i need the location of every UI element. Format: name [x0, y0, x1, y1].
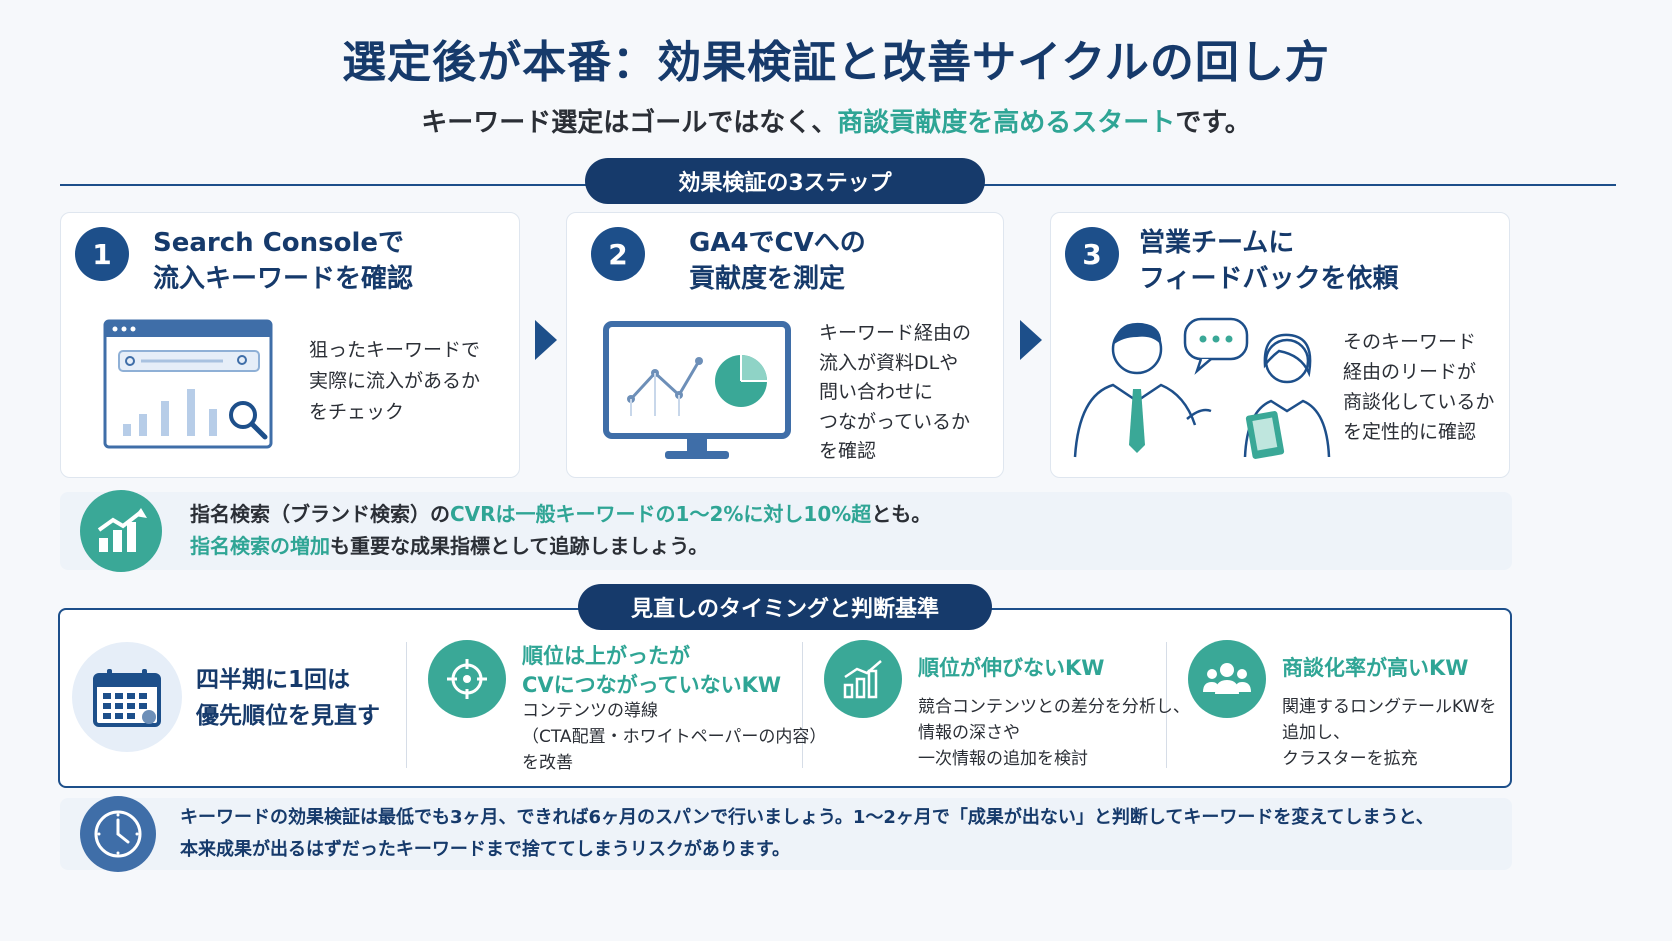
calendar-icon	[72, 642, 182, 752]
step-number-2: 2	[591, 227, 645, 281]
timing-divider-2	[802, 642, 803, 768]
growth-chart-icon	[80, 490, 162, 572]
cvr-note-box: 指名検索（ブランド検索）のCVRは一般キーワードの1〜2%に対し10%超とも。 …	[60, 490, 1512, 572]
subtitle-pre: キーワード選定はゴールではなく、	[421, 108, 838, 138]
analytics-monitor-icon	[603, 321, 791, 459]
target-icon	[428, 640, 506, 718]
timing-divider-1	[406, 642, 407, 768]
step-desc-1: 狙ったキーワードで 実際に流入があるか をチェック	[309, 339, 481, 423]
quarterly-review-title: 四半期に1回は 優先順位を見直す	[196, 667, 380, 729]
step-card-2: 2 GA4でCVへの 貢献度を測定 キーワード経由の 流入が資料DLや 問い合わ…	[566, 212, 1004, 478]
step-title-3: 営業チームに フィードバックを依頼	[1139, 228, 1399, 294]
step-card-1: 1 Search Consoleで 流入キーワードを確認 狙ったキーワードで 実…	[60, 212, 520, 478]
step-arrow-2	[1020, 320, 1042, 360]
timing-box	[58, 608, 1512, 788]
criterion-body-2: 競合コンテンツとの差分を分析し、 情報の深さや 一次情報の追加を検討	[918, 697, 1190, 769]
step-title-2: GA4でCVへの 貢献度を測定	[689, 228, 866, 294]
people-icon	[1188, 640, 1266, 718]
team-conversation-icon	[1073, 317, 1331, 459]
footer-note-box: キーワードの効果検証は最低でも3ヶ月、できれば6ヶ月のスパンで行いましょう。1〜…	[60, 796, 1512, 872]
criterion-heading-2: 順位が伸びないKW	[918, 656, 1105, 680]
criterion-heading-3: 商談化率が高いKW	[1282, 656, 1469, 680]
subtitle-post: です。	[1175, 108, 1251, 138]
step-desc-2: キーワード経由の 流入が資料DLや 問い合わせに つながっているか を確認	[819, 322, 972, 462]
page-subtitle: キーワード選定はゴールではなく、商談貢献度を高めるスタートです。	[0, 102, 1672, 139]
steps-section-label: 効果検証の3ステップ	[585, 158, 985, 204]
step-arrow-1	[535, 320, 557, 360]
step-number-3: 3	[1065, 227, 1119, 281]
step-title-1: Search Consoleで 流入キーワードを確認	[153, 228, 414, 294]
search-browser-icon	[103, 319, 273, 449]
subtitle-highlight: 商談貢献度を高めるスタート	[837, 108, 1176, 138]
cvr-note-text: 指名検索（ブランド検索）のCVRは一般キーワードの1〜2%に対し10%超とも。 …	[190, 502, 932, 558]
step-number-1: 1	[75, 227, 129, 281]
criterion-body-3: 関連するロングテールKWを 追加し、 クラスターを拡充	[1282, 697, 1497, 769]
criterion-heading-1: 順位は上がったが CVにつながっていないKW	[522, 644, 782, 697]
clock-icon	[80, 796, 156, 872]
criterion-body-1: コンテンツの導線 （CTA配置・ホワイトペーパーの内容） を改善	[522, 701, 827, 773]
footer-note-text: キーワードの効果検証は最低でも3ヶ月、できれば6ヶ月のスパンで行いましょう。1〜…	[180, 807, 1434, 860]
step-desc-3: そのキーワード 経由のリードが 商談化しているか を定性的に確認	[1343, 331, 1495, 443]
step-card-3: 3 営業チームに フィードバックを依頼 そのキーワード 経由のリードが 商談化し…	[1050, 212, 1510, 478]
timing-divider-3	[1166, 642, 1167, 768]
bar-chart-icon	[824, 640, 902, 718]
page-title: 選定後が本番：効果検証と改善サイクルの回し方	[342, 37, 1330, 88]
timing-section-label: 見直しのタイミングと判断基準	[578, 584, 992, 630]
